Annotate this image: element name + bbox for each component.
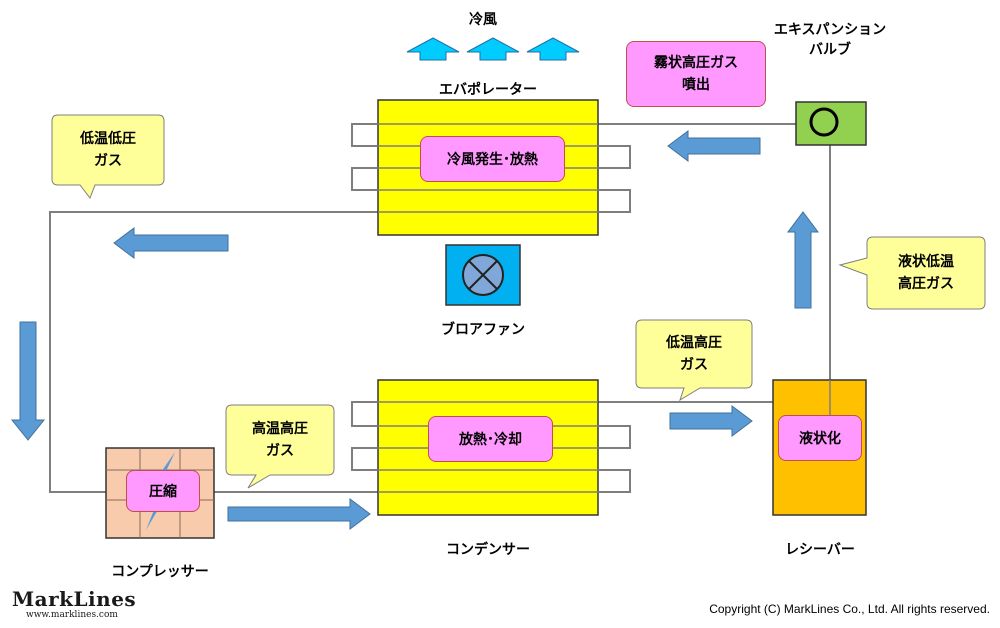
cold-air-label: 冷風 xyxy=(469,12,497,28)
copyright-text: Copyright (C) MarkLines Co., Ltd. All ri… xyxy=(709,602,990,616)
callout-text-line: 低温高圧 xyxy=(666,335,722,351)
suction-line xyxy=(49,211,378,493)
condenser-label: コンデンサー xyxy=(446,542,530,558)
callout-text-line: ガス xyxy=(680,357,708,373)
expansion-valve xyxy=(795,101,867,146)
flow-arrow-down xyxy=(10,321,46,441)
compressor-process-box: 圧縮 xyxy=(126,470,200,512)
callout-low-temp-low-pressure-text: 低温低圧 ガス xyxy=(52,128,164,172)
evaporator-process-box: 冷風発生･放熱 xyxy=(420,136,565,182)
marklines-logo: MarkLines www.marklines.com xyxy=(12,588,136,620)
flow-arrow-left-valve xyxy=(667,130,761,162)
flow-arrow-right-receiver xyxy=(669,405,753,437)
callout-text-line: 高圧ガス xyxy=(898,276,954,292)
callout-liquid xyxy=(838,236,986,310)
logo-name: MarkLines xyxy=(12,587,137,611)
evaporator-label: エバポレーター xyxy=(439,82,537,98)
logo-url: www.marklines.com xyxy=(26,610,118,620)
callout-text-line: 液状低温 xyxy=(898,254,954,270)
cold-air-arrows xyxy=(406,37,580,61)
receiver-process-box: 液状化 xyxy=(778,415,862,461)
callout-text-line: 低温低圧 xyxy=(80,131,136,147)
compressor-label: コンプレッサー xyxy=(111,564,209,580)
flow-arrow-up xyxy=(787,211,819,309)
callout-low-temp-low-pressure xyxy=(51,114,165,200)
cold-air-arrow xyxy=(466,37,520,61)
expansion-process-line2: 噴出 xyxy=(682,77,710,93)
callout-text-line: ガス xyxy=(94,153,122,169)
callout-text-line: ガス xyxy=(266,443,294,459)
callout-liquid-text: 液状低温 高圧ガス xyxy=(867,251,985,295)
expansion-process-line1: 霧状高圧ガス xyxy=(654,55,738,71)
condenser-process-box: 放熱･冷却 xyxy=(428,416,553,462)
expansion-valve-label-2: バルブ xyxy=(809,42,851,58)
blower-fan-label: ブロアファン xyxy=(441,322,525,338)
valve-icon xyxy=(809,107,839,137)
callout-text-line: 高温高圧 xyxy=(252,421,308,437)
flow-arrows xyxy=(10,130,819,530)
cold-air-arrow xyxy=(406,37,460,61)
flow-arrow-right-compressor xyxy=(227,498,371,530)
expansion-valve-label-1: エキスパンション xyxy=(773,22,887,38)
cold-air-arrow xyxy=(526,37,580,61)
callout-high-temp-high-pressure xyxy=(225,404,335,489)
receiver-label: レシーバー xyxy=(785,542,855,558)
callout-low-temp-high-pressure-text: 低温高圧 ガス xyxy=(636,332,752,376)
fan-cross-icon xyxy=(468,260,498,290)
callouts xyxy=(51,114,986,489)
flow-arrow-left xyxy=(113,227,229,259)
callout-low-temp-high-pressure xyxy=(635,319,753,402)
callout-high-temp-high-pressure-text: 高温高圧 ガス xyxy=(226,418,334,462)
expansion-process-box: 霧状高圧ガス 噴出 xyxy=(626,41,766,107)
